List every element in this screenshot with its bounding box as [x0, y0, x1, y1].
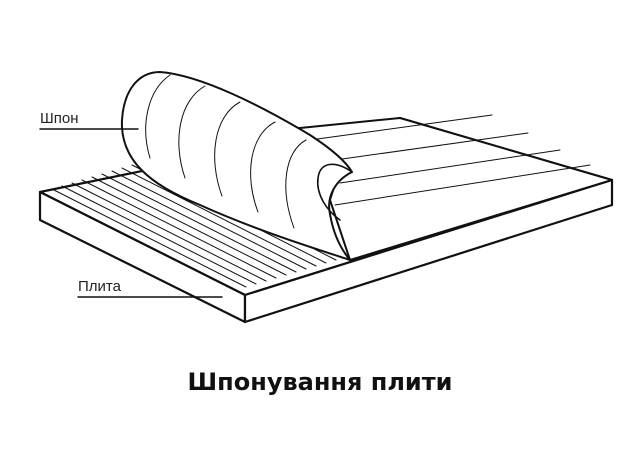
veneer-label: Шпон — [40, 110, 79, 127]
board-label: Плита — [78, 278, 121, 295]
diagram-caption: Шпонування плити — [187, 368, 453, 396]
veneer-curl — [120, 71, 353, 261]
